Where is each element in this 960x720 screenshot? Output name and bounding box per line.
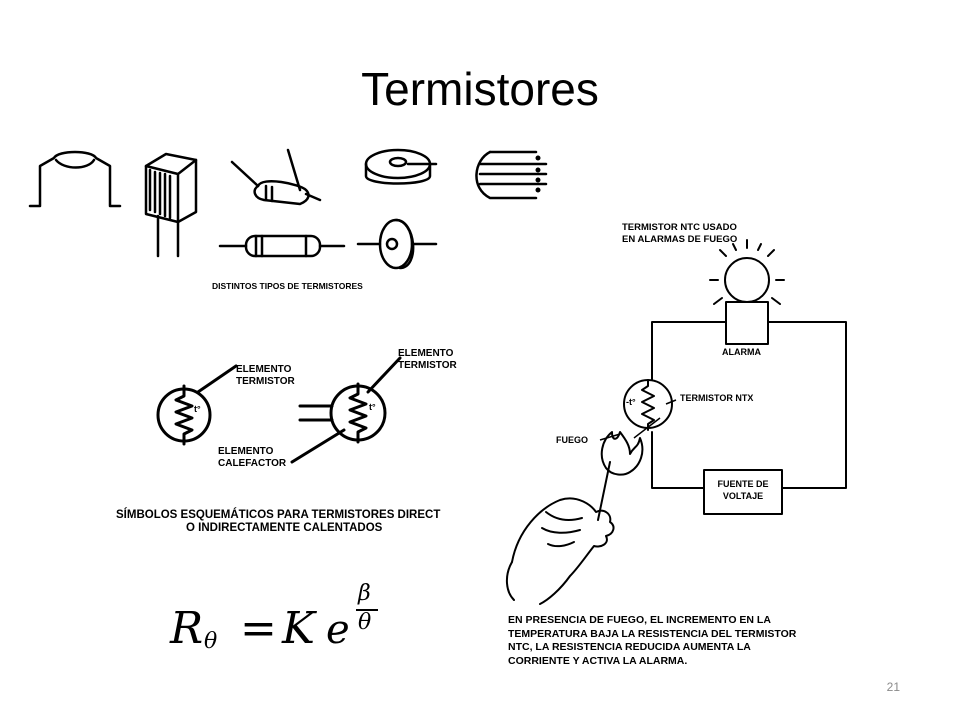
formula-equals: = — [240, 603, 277, 654]
t-symbol-b: t° — [369, 402, 376, 412]
alarm-title: TERMISTOR NTC USADO EN ALARMAS DE FUEGO — [622, 222, 738, 245]
formula-subscript: θ — [204, 629, 218, 654]
formula-r: R — [170, 603, 204, 654]
thermistor-ntx-label: TERMISTOR NTX — [680, 393, 754, 403]
thermistor-formula: R θ = K e β θ — [170, 581, 400, 660]
voltage-source-label: FUENTE DE VOLTAJE — [717, 479, 769, 501]
explanation-text: EN PRESENCIA DE FUEGO, EL INCREMENTO EN … — [508, 614, 797, 667]
formula-fraction-bar — [356, 609, 378, 611]
fire-label: FUEGO — [556, 435, 589, 445]
label-element-heater: ELEMENTO CALEFACTOR — [218, 446, 287, 469]
t-symbol-a: t° — [194, 404, 201, 414]
formula-exp-denominator: θ — [358, 610, 372, 635]
page-number: 21 — [886, 680, 900, 694]
slide-title: Termistores — [361, 63, 599, 115]
t-symbol-alarm: -t° — [626, 397, 636, 407]
label-element-thermistor-b: ELEMENTO TERMISTOR — [398, 348, 457, 371]
label-element-thermistor-a: ELEMENTO TERMISTOR — [236, 364, 295, 387]
formula-e: e — [326, 607, 350, 653]
formula-k: K — [282, 603, 315, 654]
symbols-caption: SÍMBOLOS ESQUEMÁTICOS PARA TERMISTORES D… — [116, 509, 441, 534]
types-caption: DISTINTOS TIPOS DE TERMISTORES — [212, 281, 363, 291]
formula-exp-numerator: β — [358, 581, 371, 606]
alarm-label: ALARMA — [722, 347, 761, 357]
